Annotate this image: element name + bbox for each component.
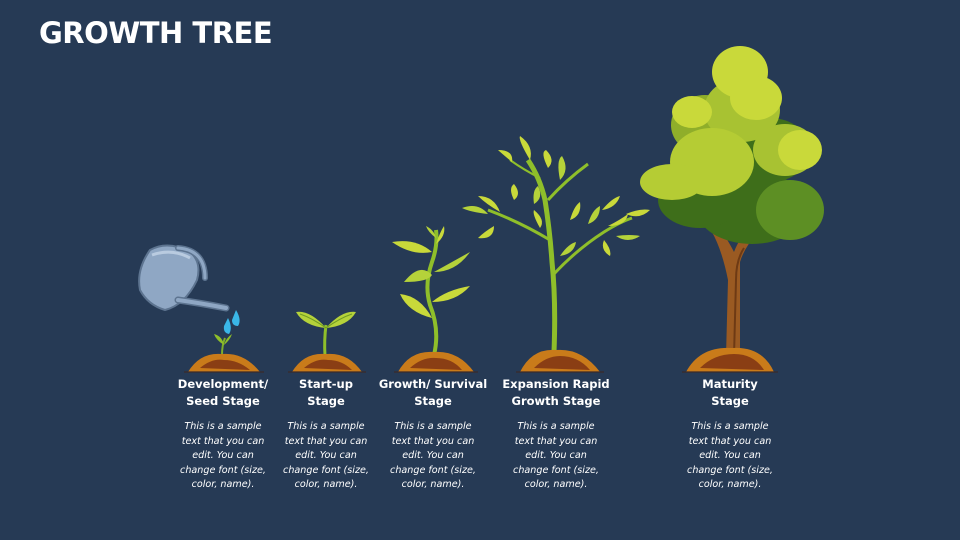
stage-title-line2: Stage (711, 394, 749, 408)
water-drop-icon (223, 310, 240, 334)
soil-mound-icon (394, 351, 478, 373)
soil-mound-icon (682, 347, 778, 373)
stage-title-line2: Growth Stage (511, 394, 601, 408)
stage-growth-survival: Growth/ Survival Stage This is a sample … (378, 376, 488, 493)
stage-title-line1: Maturity (702, 377, 758, 391)
soil-mound-icon (288, 353, 366, 373)
stage-title-line1: Start-up (299, 377, 353, 391)
stage-title: Maturity Stage (680, 376, 780, 410)
page-title: GROWTH TREE (39, 16, 273, 50)
stage-start-up: Start-up Stage This is a sample text tha… (276, 376, 376, 493)
stage-title: Growth/ Survival Stage (378, 376, 488, 410)
stage-maturity: Maturity Stage This is a sample text tha… (680, 376, 780, 493)
stage-title-line1: Development/ (177, 377, 269, 391)
stage-title-line2: Seed Stage (186, 394, 260, 408)
stage-title-line1: Growth/ Survival (378, 377, 488, 391)
stage-description: This is a sample text that you can edit.… (390, 421, 476, 490)
sapling-icon (462, 136, 650, 353)
soil-mound-icon (516, 349, 604, 373)
stage-title-line2: Stage (414, 394, 452, 408)
stage-description: This is a sample text that you can edit.… (283, 421, 369, 490)
stage-title-line1: Expansion Rapid (502, 377, 610, 391)
young-plant-icon (392, 226, 470, 356)
stage-title: Expansion Rapid Growth Stage (500, 376, 612, 410)
stage-description: This is a sample text that you can edit.… (513, 421, 599, 490)
stage-development: Development/ Seed Stage This is a sample… (168, 376, 278, 493)
stage-description: This is a sample text that you can edit.… (180, 421, 266, 490)
soil-mound-icon (184, 353, 264, 373)
stage-title: Start-up Stage (276, 376, 376, 410)
sprout-icon (296, 311, 356, 357)
stage-title-line2: Stage (307, 394, 345, 408)
stage-description: This is a sample text that you can edit.… (687, 421, 773, 490)
stage-expansion: Expansion Rapid Growth Stage This is a s… (500, 376, 612, 493)
stage-title: Development/ Seed Stage (168, 376, 278, 410)
watering-can-icon (138, 244, 230, 312)
mature-tree-icon (640, 46, 824, 357)
seedling-icon (214, 334, 232, 356)
